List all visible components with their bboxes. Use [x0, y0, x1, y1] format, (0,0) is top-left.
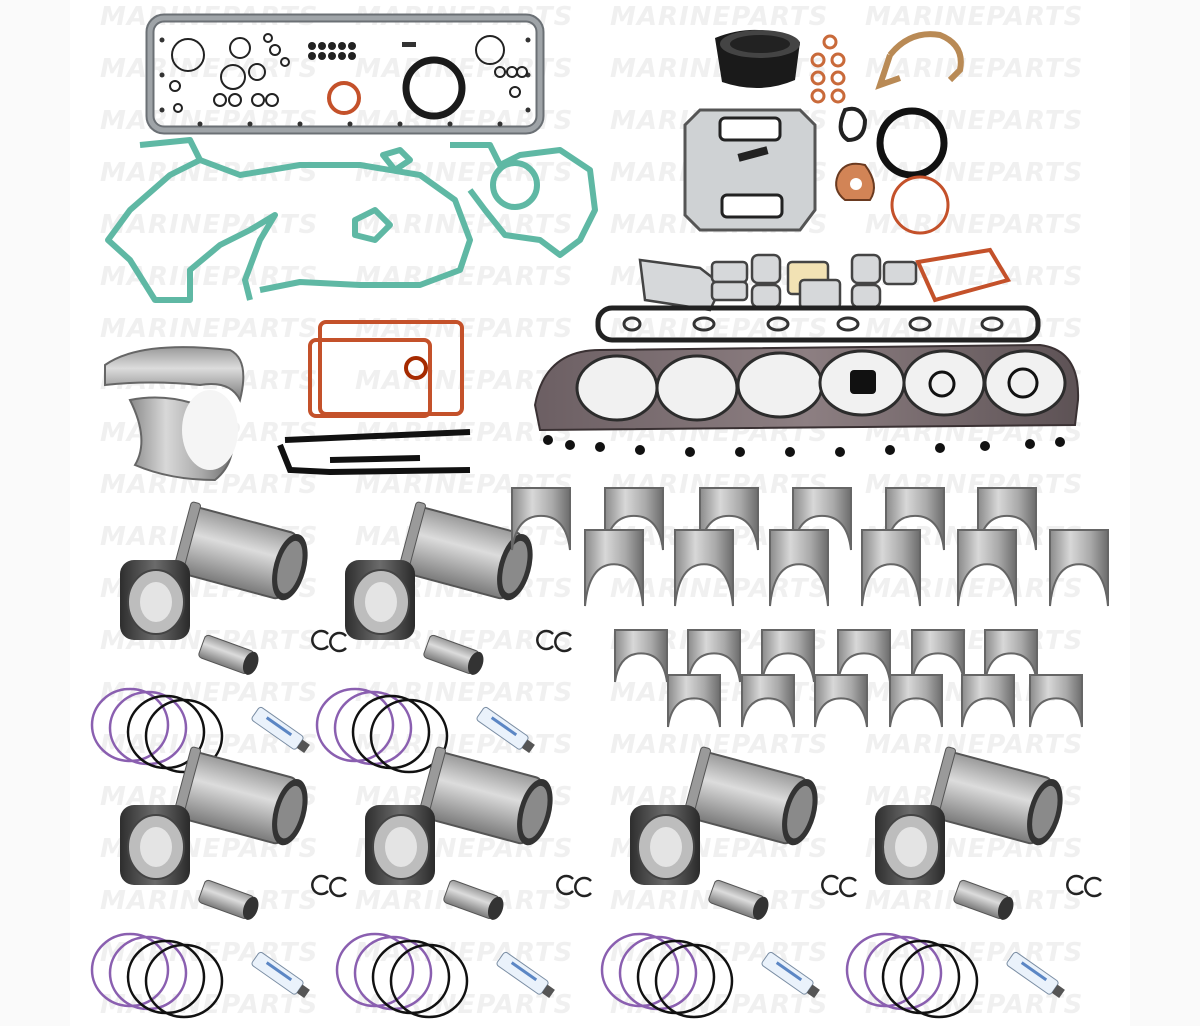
- rocker-cover-gasket-icon: [308, 320, 464, 418]
- bearing-shell-icon: [761, 629, 815, 683]
- watermark-text: MARINEPARTS: [865, 730, 1084, 760]
- sealant-tube-icon: [761, 951, 820, 999]
- circlip-icon: [536, 629, 554, 651]
- cylinder-liner-icon: [927, 746, 1063, 846]
- bearing-shell-icon: [667, 674, 721, 728]
- piston-assembly-icon: [315, 501, 572, 774]
- watermark-text: MARINEPARTS: [865, 574, 1084, 604]
- watermark-text: MARINEPARTS: [100, 210, 319, 240]
- piston-assembly-icon: [90, 746, 347, 1019]
- manifold-gasket-icon: [683, 108, 817, 232]
- piston-assembly-icon: [335, 746, 592, 1019]
- circlip-icon: [329, 631, 347, 653]
- cylinder-liner-icon: [172, 501, 308, 601]
- circlip-icon: [311, 629, 329, 651]
- circlip-icon: [311, 874, 329, 896]
- sealant-tube-icon: [1006, 951, 1065, 999]
- piston-ring-icon: [90, 687, 224, 774]
- piston-ring-icon: [335, 932, 469, 1019]
- piston-icon: [345, 560, 415, 640]
- watermark-text: MARINEPARTS: [865, 626, 1084, 656]
- black-strip-gasket-icon: [277, 429, 471, 476]
- bearing-shell-icon: [511, 487, 571, 551]
- piston-assembly-icon: [845, 746, 1102, 1019]
- watermark-text: MARINEPARTS: [100, 314, 319, 344]
- piston-ring-icon: [845, 932, 979, 1019]
- sealant-tube-icon: [251, 706, 310, 754]
- valve-cover-gasket-icon: [595, 305, 1041, 343]
- circlip-icon: [1084, 876, 1102, 898]
- watermark-text: MARINEPARTS: [610, 2, 829, 32]
- bearing-shell-icon: [814, 674, 868, 728]
- piston-pin-icon: [708, 879, 769, 920]
- rod-bearing-shells: [511, 487, 1109, 728]
- head-gasket-icon: [533, 343, 1080, 457]
- bearing-shell-icon: [1029, 674, 1083, 728]
- bearing-shell-icon: [584, 529, 644, 607]
- piston-assembly-icon: [90, 501, 347, 774]
- piston-ring-icon: [90, 932, 224, 1019]
- piston-ring-icon: [600, 932, 734, 1019]
- piston-pin-icon: [198, 634, 259, 675]
- bearing-shell-icon: [861, 529, 921, 607]
- piston-ring-icon: [315, 687, 449, 774]
- piston-icon: [120, 560, 190, 640]
- sealant-tube-icon: [476, 706, 535, 754]
- turbo-gasket-set-icon: [715, 29, 964, 235]
- circlip-icon: [821, 874, 839, 896]
- piston-pin-icon: [423, 634, 484, 675]
- watermark-text: MARINEPARTS: [865, 2, 1084, 32]
- piston-icon: [120, 805, 190, 885]
- watermark-text: MARINEPARTS: [865, 54, 1084, 84]
- bearing-shell-icon: [837, 629, 891, 683]
- circlip-icon: [1066, 874, 1084, 896]
- bearing-shell-icon: [687, 629, 741, 683]
- cylinder-liner-icon: [417, 746, 553, 846]
- watermark-text: MARINEPARTS: [610, 574, 829, 604]
- cylinder-liner-icon: [682, 746, 818, 846]
- piston-icon: [630, 805, 700, 885]
- piston-pin-icon: [953, 879, 1014, 920]
- circlip-icon: [574, 876, 592, 898]
- bearing-shell-icon: [741, 674, 795, 728]
- bearing-shell-icon: [769, 529, 829, 607]
- bearing-shell-icon: [957, 529, 1017, 607]
- bearing-shell-icon: [614, 629, 668, 683]
- piston-icon: [875, 805, 945, 885]
- bearing-shell-icon: [889, 674, 943, 728]
- circlip-icon: [556, 874, 574, 896]
- bearing-shell-icon: [674, 529, 734, 607]
- bearing-shell-icon: [1049, 529, 1109, 607]
- intake-gasket-row-icon: [638, 247, 1012, 312]
- timing-cover-gasket-icon: [105, 137, 598, 303]
- cylinder-liner-icon: [172, 746, 308, 846]
- piston-assembly-icon: [600, 746, 857, 1019]
- watermark-text: MARINEPARTS: [355, 938, 574, 968]
- oil-pan-gasket-icon: [145, 13, 545, 135]
- piston-icon: [365, 805, 435, 885]
- sealant-tube-icon: [251, 951, 310, 999]
- cylinder-liner-icon: [397, 501, 533, 601]
- main-bearing-shell-icon: [104, 346, 245, 482]
- sealant-tube-icon: [496, 951, 555, 999]
- piston-pin-icon: [198, 879, 259, 920]
- piston-pin-icon: [443, 879, 504, 920]
- circlip-icon: [839, 876, 857, 898]
- watermark-text: MARINEPARTS: [865, 938, 1084, 968]
- circlip-icon: [554, 631, 572, 653]
- piston-assemblies: [90, 501, 1102, 1019]
- bearing-shell-icon: [961, 674, 1015, 728]
- circlip-icon: [329, 876, 347, 898]
